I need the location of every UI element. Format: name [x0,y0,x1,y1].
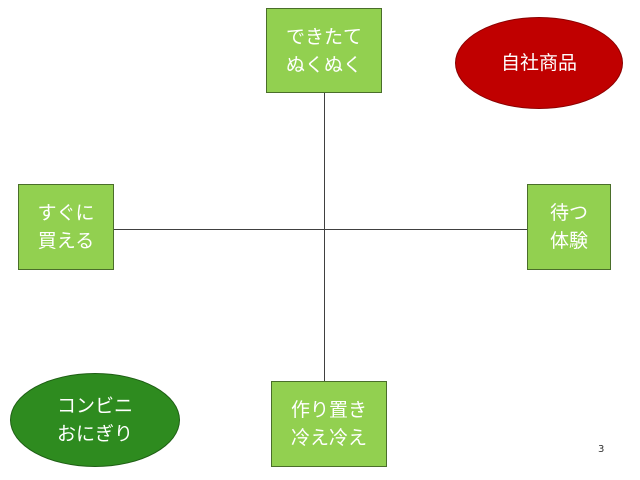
convenience-onigiri-line1: コンビニ [56,395,133,417]
page-number: 3 [598,444,605,455]
vertical-axis-line [324,92,325,382]
convenience-onigiri-line2: おにぎり [56,423,133,445]
axis-label-bottom: 作り置き 冷え冷え [271,381,387,467]
axis-label-left-line1: すぐに [37,202,95,224]
own-product-ellipse: 自社商品 [455,17,623,109]
axis-label-right-line1: 待つ [549,202,588,224]
axis-label-left: すぐに 買える [18,184,114,270]
axis-label-right: 待つ 体験 [527,184,611,270]
axis-label-left-line2: 買える [37,230,95,252]
convenience-onigiri-ellipse: コンビニ おにぎり [10,373,180,467]
axis-label-right-line2: 体験 [549,230,588,252]
horizontal-axis-line [112,229,529,230]
axis-label-bottom-line1: 作り置き [290,399,367,421]
own-product-label: 自社商品 [500,52,577,74]
axis-label-bottom-line2: 冷え冷え [290,427,367,449]
axis-label-top-line1: できたて [285,25,362,48]
axis-label-top: できたて ぬくぬく [266,8,382,93]
axis-label-top-line2: ぬくぬく [285,53,362,76]
